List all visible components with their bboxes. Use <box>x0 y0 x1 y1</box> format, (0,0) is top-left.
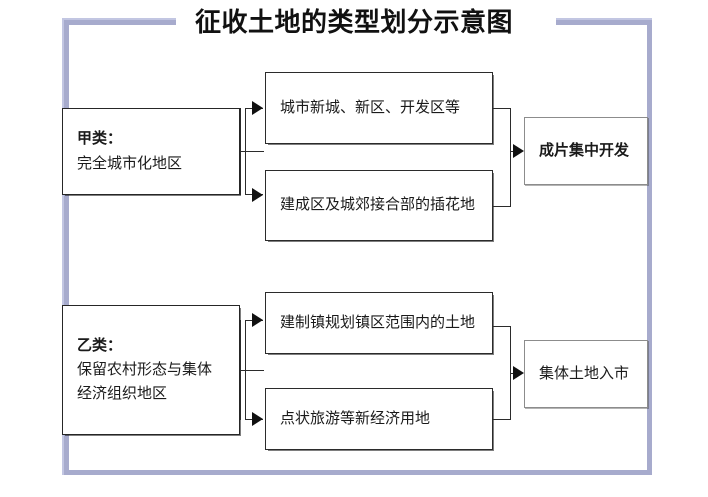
outcome-b-box[interactable]: 集体土地入市 <box>524 340 648 408</box>
connector-a-stub <box>240 151 264 152</box>
category-b-box[interactable]: 乙类： 保留农村形态与集体 经济组织地区 <box>62 305 240 435</box>
frame-top-right <box>556 20 652 25</box>
frame-right <box>647 20 652 475</box>
frame-left <box>64 20 69 475</box>
frame-top-left <box>64 20 176 25</box>
arrowhead-b-out <box>513 366 524 380</box>
arrowhead-a-out <box>513 144 524 158</box>
connector-b-branch-spine <box>245 320 246 420</box>
connector-b-spine <box>240 320 241 420</box>
frame-highlight-left <box>62 18 64 475</box>
connector-a-branch-spine <box>245 108 246 195</box>
arrowhead-b1 <box>252 313 263 327</box>
item-a2-label: 建成区及城郊接合部的插花地 <box>280 197 476 214</box>
item-a1-label: 城市新城、新区、开发区等 <box>280 99 461 116</box>
category-b-line-1: 保留农村形态与集体 <box>77 361 213 378</box>
outcome-b-label: 集体土地入市 <box>539 365 630 382</box>
arrowhead-a1 <box>252 101 263 115</box>
connector-a-spine <box>240 108 241 195</box>
arrowhead-a2 <box>252 188 263 202</box>
outcome-a-label: 成片集中开发 <box>539 142 630 159</box>
category-a-line-1: 完全城市化地区 <box>77 155 183 172</box>
category-b-line-2: 经济组织地区 <box>77 386 168 403</box>
merge-b-stub-top <box>493 326 511 327</box>
outcome-a-box[interactable]: 成片集中开发 <box>524 117 648 185</box>
merge-a-stub-top <box>493 108 511 109</box>
category-a-line-0: 甲类： <box>77 131 123 148</box>
frame-bottom <box>64 470 652 475</box>
item-b1-label: 建制镇规划镇区范围内的土地 <box>280 314 476 331</box>
frame-highlight-top-right <box>556 18 652 20</box>
arrowhead-b2 <box>252 412 263 426</box>
category-b-line-0: 乙类： <box>77 337 123 354</box>
merge-a-stub-bottom <box>493 206 511 207</box>
item-a1-box[interactable]: 城市新城、新区、开发区等 <box>265 72 493 144</box>
item-a2-box[interactable]: 建成区及城郊接合部的插花地 <box>265 170 493 241</box>
page-title: 征收土地的类型划分示意图 <box>194 7 513 37</box>
merge-b-stub-bottom <box>493 419 511 420</box>
item-b1-box[interactable]: 建制镇规划镇区范围内的土地 <box>265 292 493 354</box>
item-b2-box[interactable]: 点状旅游等新经济用地 <box>265 388 493 450</box>
merge-a-spine <box>510 108 511 207</box>
item-b2-label: 点状旅游等新经济用地 <box>280 410 431 427</box>
category-a-box[interactable]: 甲类： 完全城市化地区 <box>62 108 240 195</box>
connector-b-stub <box>240 370 264 371</box>
frame-highlight-top-left <box>64 18 176 20</box>
